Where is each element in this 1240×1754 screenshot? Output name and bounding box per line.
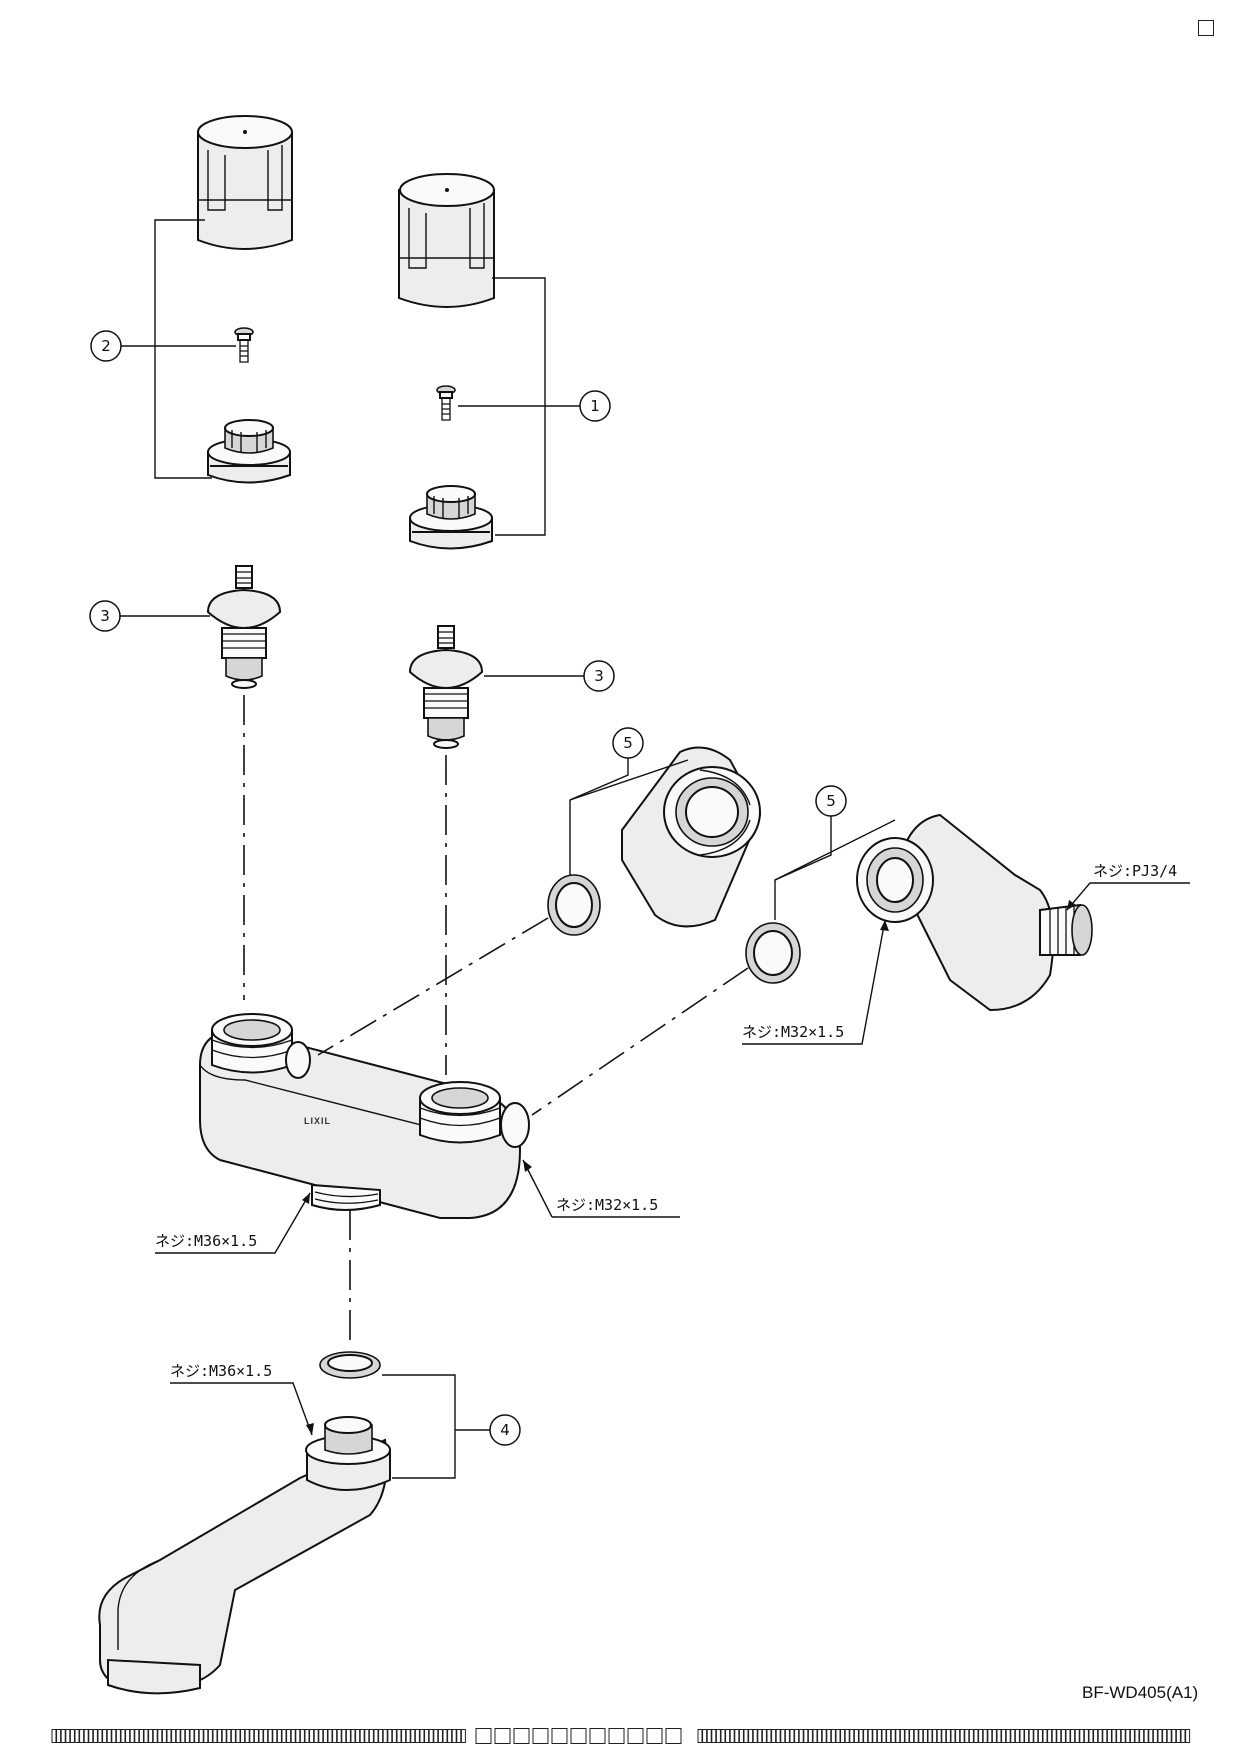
footer-boxes-left [51, 1729, 466, 1743]
callout-2: 2 [90, 330, 122, 362]
right-handle-base [409, 485, 493, 550]
svg-text:3: 3 [594, 667, 604, 685]
callout-3-right: 3 [583, 660, 615, 692]
corner-checkbox [1198, 20, 1214, 36]
right-gasket [745, 922, 801, 984]
thread-label-m32-upper: ネジ:M32×1.5 [742, 1023, 844, 1041]
svg-text:5: 5 [826, 792, 836, 810]
footer-boxes-middle [475, 1728, 682, 1744]
right-elbow-fitting [856, 813, 1093, 1012]
callout-5-left: 5 [612, 727, 644, 759]
right-handle-screw [436, 385, 456, 421]
callout-1: 1 [579, 390, 611, 422]
model-code: BF-WD405(A1) [1082, 1683, 1198, 1702]
faucet-body: LIXIL [199, 1013, 530, 1219]
left-cartridge [206, 565, 282, 689]
callout-5-right: 5 [815, 785, 847, 817]
svg-text:3: 3 [100, 607, 110, 625]
thread-leaders [155, 882, 1190, 1436]
left-gasket [547, 874, 601, 936]
svg-text:5: 5 [623, 734, 633, 752]
left-elbow-fitting [621, 746, 762, 928]
svg-text:4: 4 [500, 1421, 510, 1439]
thread-label-pj34: ネジ:PJ3/4 [1093, 862, 1177, 880]
left-handle-screw [234, 327, 254, 363]
brand-mark: LIXIL [304, 1116, 331, 1126]
axis-right-gasket [531, 967, 749, 1116]
swivel-spout [98, 1416, 391, 1695]
callout-3-left: 3 [89, 600, 121, 632]
thread-label-m36-spout: ネジ:M36×1.5 [170, 1362, 272, 1380]
leader-lines [120, 219, 896, 1479]
svg-text:1: 1 [590, 397, 600, 415]
callout-4: 4 [489, 1414, 521, 1446]
left-handle-cap [197, 115, 293, 250]
thread-label-m36-body: ネジ:M36×1.5 [155, 1232, 257, 1250]
spout-gasket [319, 1351, 381, 1379]
right-cartridge [408, 625, 484, 749]
svg-text:2: 2 [101, 337, 111, 355]
footer-boxes-right [697, 1729, 1191, 1743]
thread-label-m32-lower: ネジ:M32×1.5 [556, 1196, 658, 1214]
left-handle-base [207, 419, 291, 484]
axis-left-gasket [317, 917, 549, 1056]
footer-box-strip [51, 1728, 1191, 1744]
right-handle-cap [398, 173, 495, 308]
